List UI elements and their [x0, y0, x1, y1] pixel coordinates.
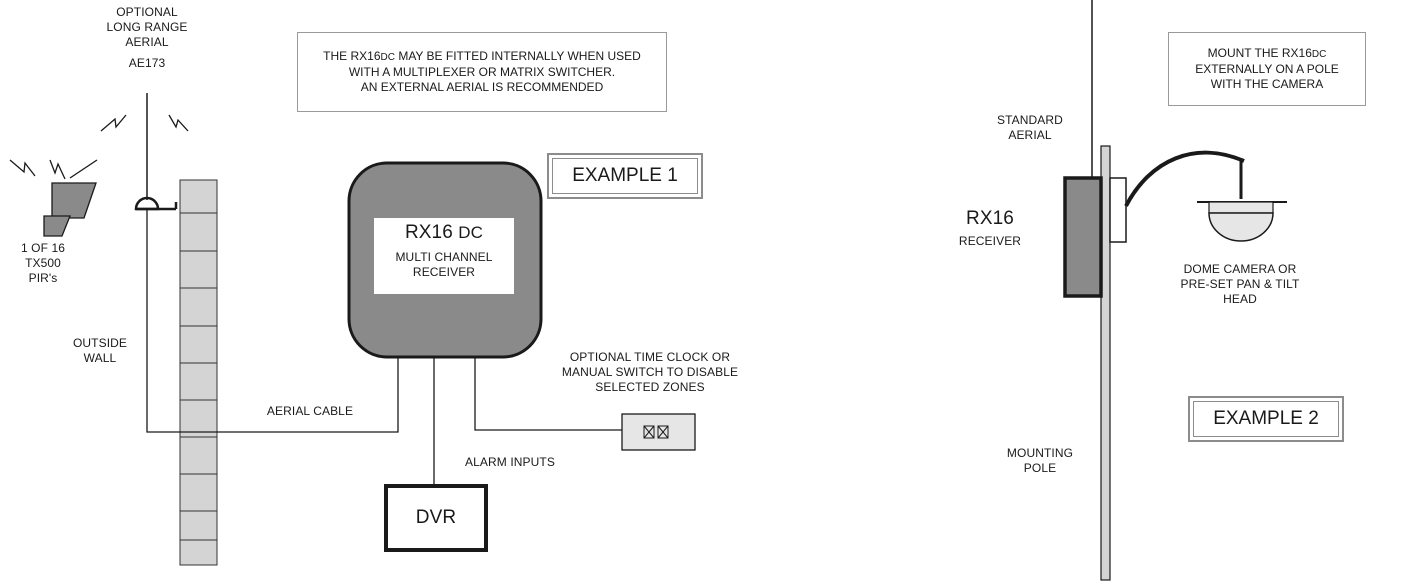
camera-arm [1124, 150, 1245, 207]
dome-camera [1197, 201, 1287, 242]
example2-label-box: EXAMPLE 2 [1188, 396, 1344, 442]
camera-bracket-plate [1109, 177, 1127, 243]
aerial-title: OPTIONAL LONG RANGE AERIAL AE173 [106, 5, 188, 70]
example1-label: EXAMPLE 1 [552, 158, 698, 194]
mounting-pole [1100, 145, 1111, 581]
dvr-label: DVR [415, 507, 457, 528]
pir-label: 1 OF 16 TX500 PIR's [20, 241, 66, 285]
pole-receiver [1063, 176, 1103, 298]
outside-wall-label: OUTSIDE WALL [72, 336, 128, 365]
example2-label: EXAMPLE 2 [1193, 401, 1339, 437]
alarm-inputs-label: ALARM INPUTS [465, 455, 555, 469]
standard-aerial-label: STANDARD AERIAL [997, 113, 1063, 142]
aerial-cable-label: AERIAL CABLE [266, 404, 354, 418]
example1-note: THE RX16DC MAY BE FITTED INTERNALLY WHEN… [297, 32, 667, 112]
example1-label-box: EXAMPLE 1 [547, 153, 703, 199]
pole-receiver-label: RX16 RECEIVER [958, 208, 1022, 248]
dome-camera-label: DOME CAMERA OR PRE-SET PAN & TILT HEAD [1180, 262, 1300, 306]
pir-detector [9, 159, 98, 237]
receiver-label-panel [374, 218, 514, 294]
time-clock-label: OPTIONAL TIME CLOCK OR MANUAL SWITCH TO … [561, 350, 739, 394]
outside-wall [179, 179, 218, 566]
time-clock-switch [621, 413, 696, 451]
receiver-text: RX16 DC MULTI CHANNEL RECEIVER [395, 222, 493, 279]
example2-note: MOUNT THE RX16DC EXTERNALLY ON A POLE WI… [1168, 32, 1366, 106]
dvr-box [384, 484, 488, 552]
receiver-connections [433, 356, 622, 485]
aerial-cable [146, 209, 399, 433]
long-range-aerial [100, 93, 189, 211]
mounting-pole-label: MOUNTING POLE [1006, 446, 1074, 475]
